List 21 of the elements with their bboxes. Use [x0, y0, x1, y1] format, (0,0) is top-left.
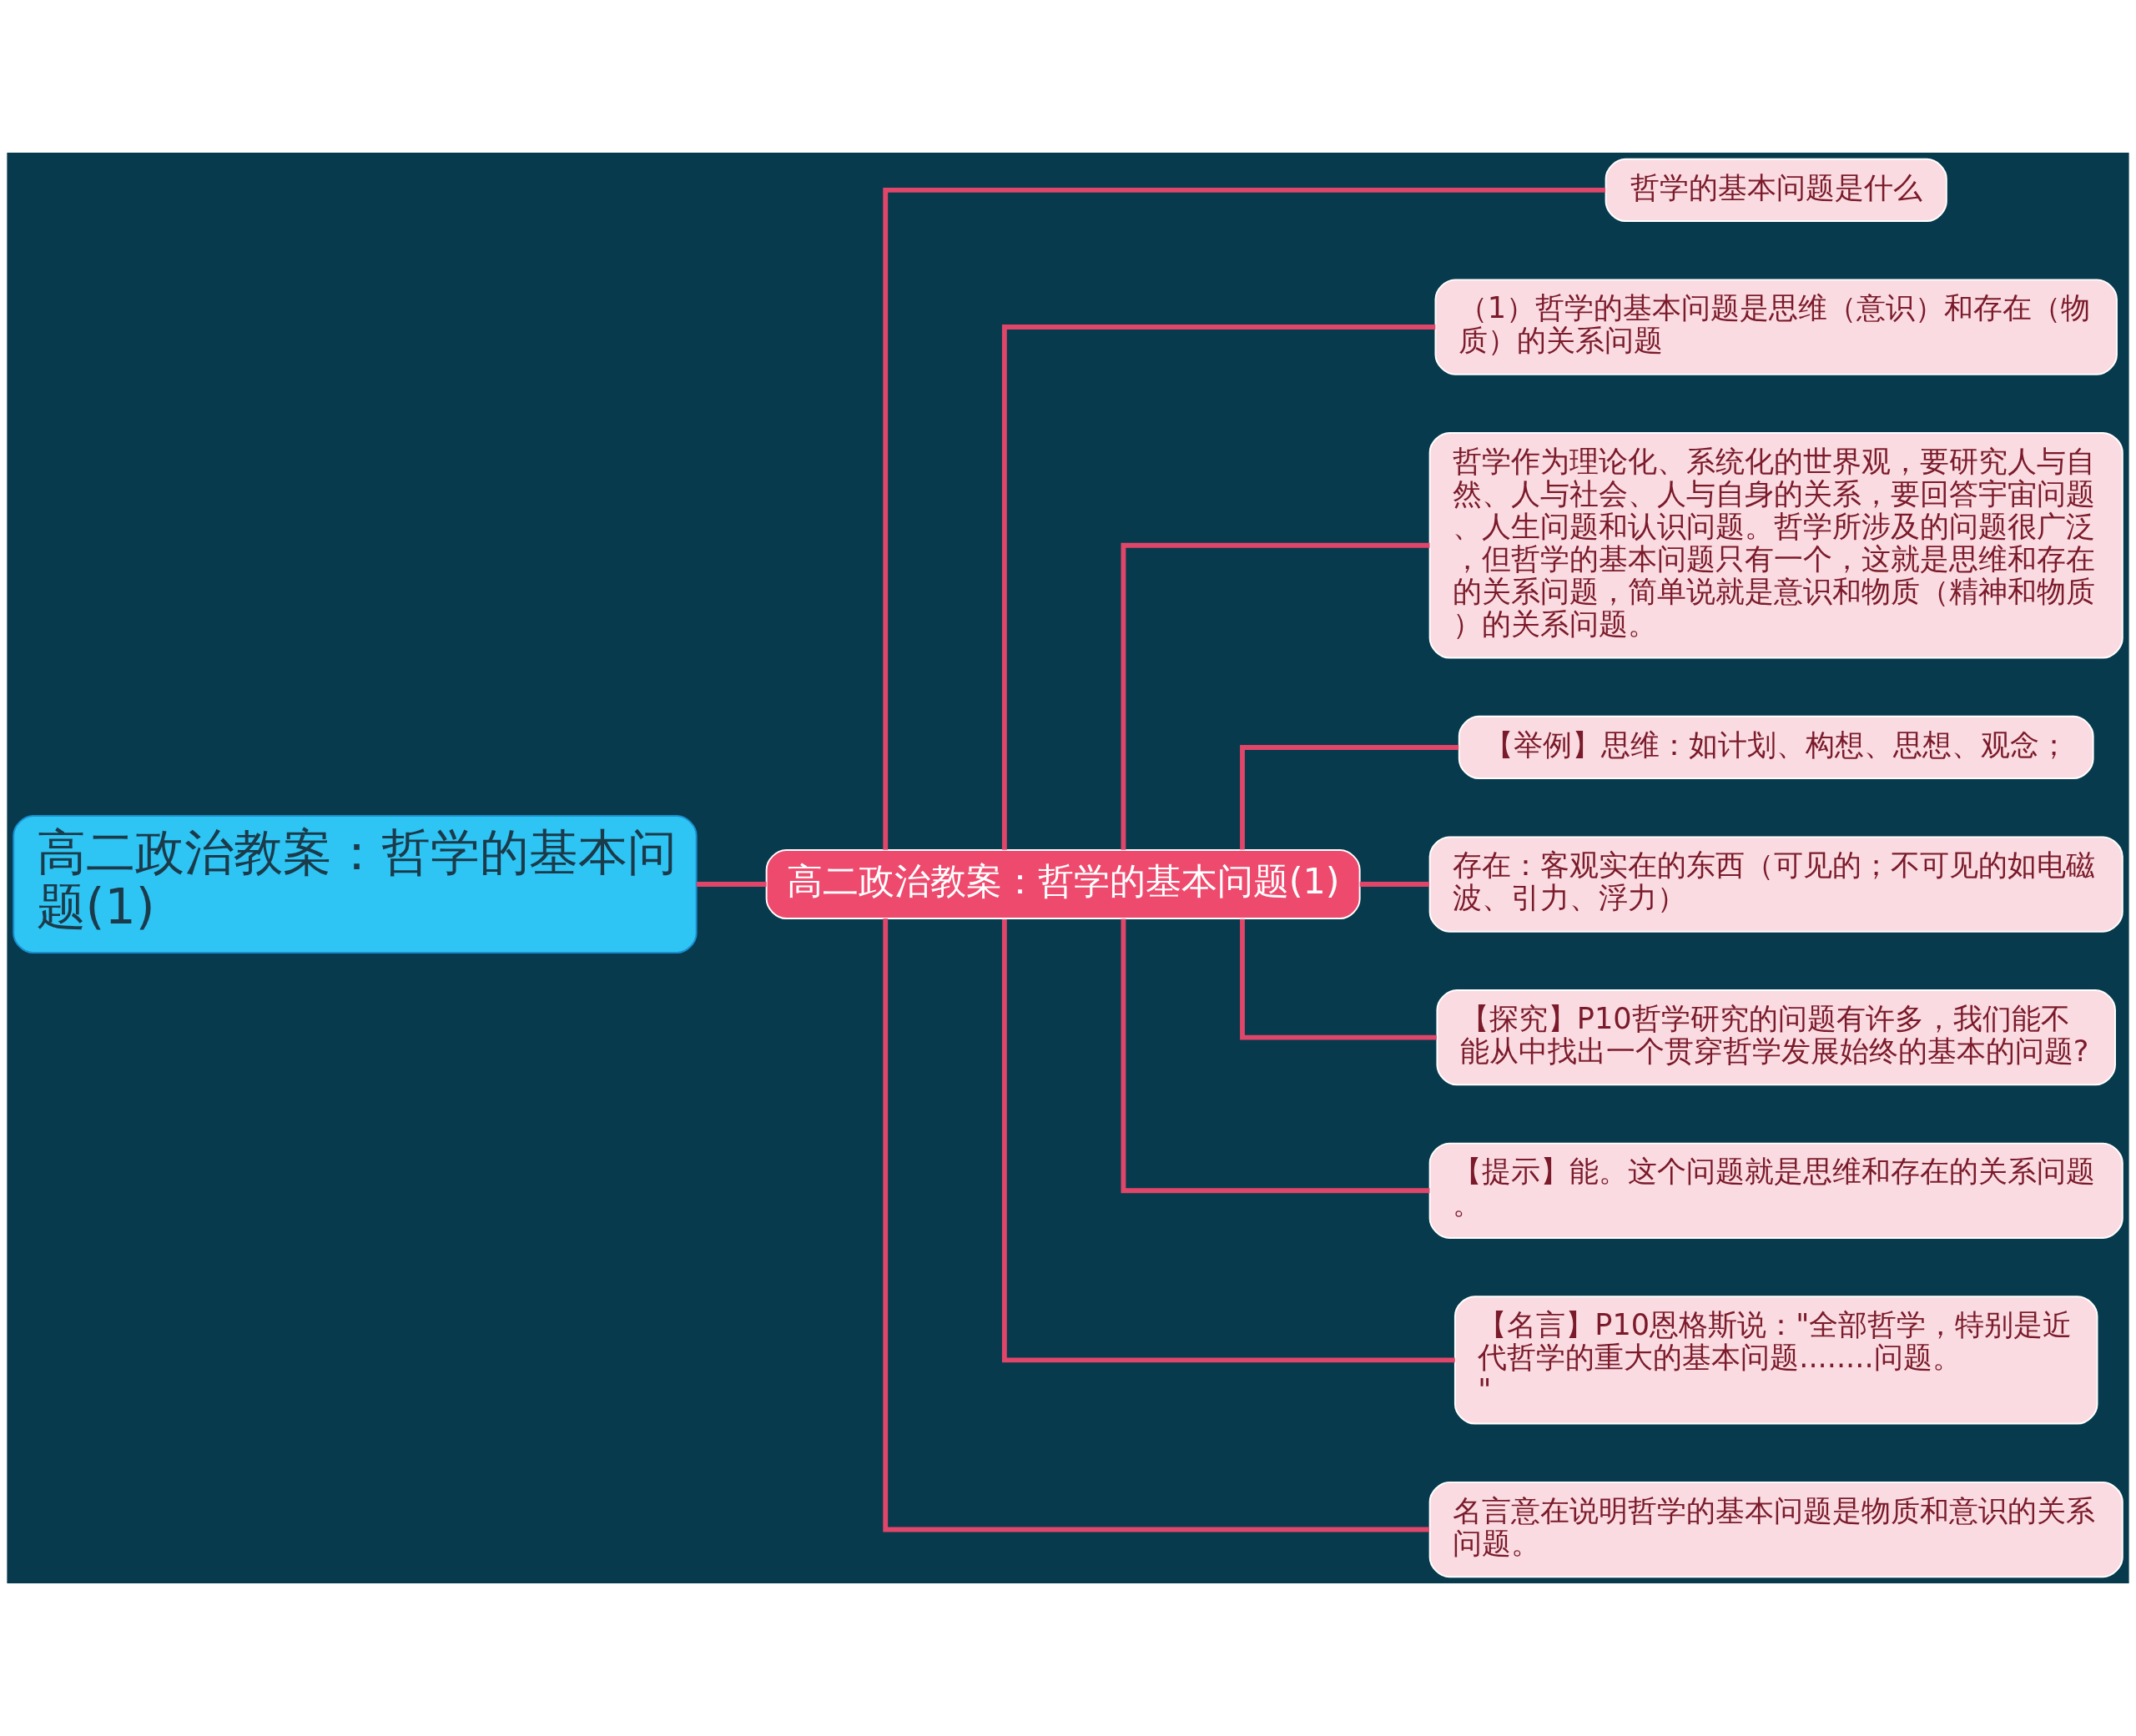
- connector: [883, 188, 1606, 850]
- node-box: 哲学的基本问题是什么: [1605, 158, 1947, 222]
- node-box: 存在：客观实在的东西（可见的；不可见的如电磁波、引力、浮力）: [1428, 836, 2123, 933]
- connector: [1001, 918, 1455, 1363]
- connector: [1240, 918, 1437, 1040]
- node-box: 哲学作为理论化、系统化的世界观，要研究人与自然、人与社会、人与自身的关系，要回答宇宙问题、人生问题和认识问题。哲学所涉及的问题很广泛，但哲学的基本问题只有一个，这就是思维和存在的关系问题，简单说就是意识和物质（精神和物质）的关系问题。: [1428, 432, 2123, 659]
- connector: [696, 882, 767, 887]
- connector: [1121, 918, 1430, 1194]
- node-box: 【名言】P10恩格斯说："全部哲学，特别是近代哲学的重大的基本问题........问题。": [1453, 1296, 2098, 1425]
- connector: [1121, 542, 1430, 850]
- node-box: 【探究】P10哲学研究的问题有许多，我们能不能从中找出一个贯穿哲学发展始终的基本的问题?: [1436, 989, 2116, 1086]
- connector: [883, 918, 1429, 1532]
- node-box: 【举例】思维：如计划、构想、思想、观念；: [1458, 715, 2094, 780]
- node-box: （1）哲学的基本问题是思维（意识）和存在（物质）的关系问题: [1434, 279, 2118, 375]
- connector: [1359, 882, 1429, 887]
- connector: [1240, 745, 1459, 850]
- node-box: 高二政治教案：哲学的基本问题(1): [13, 815, 698, 954]
- connector: [1001, 325, 1436, 850]
- node-box: 名言意在说明哲学的基本问题是物质和意识的关系问题。: [1428, 1481, 2123, 1578]
- node-box: 高二政治教案：哲学的基本问题(1): [765, 849, 1361, 920]
- node-box: 【提示】能。这个问题就是思维和存在的关系问题。: [1428, 1142, 2123, 1239]
